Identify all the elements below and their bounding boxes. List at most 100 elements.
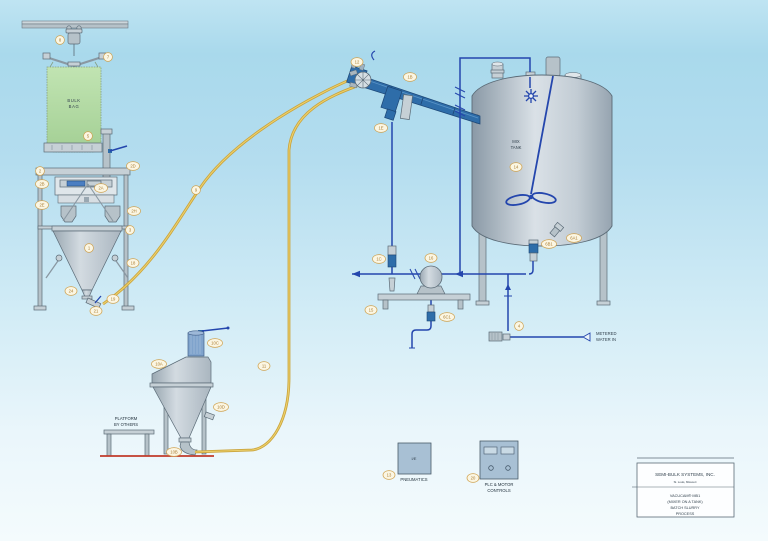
tag-hose-upper: 9: [191, 185, 201, 195]
tag-frame-2h: 2H: [127, 206, 141, 216]
pneumatics-box-label: I/E: [412, 456, 417, 461]
water-inlet-label-1: METERED: [596, 331, 616, 336]
bag-valve-lever: [109, 145, 128, 152]
tag-recv-10d: 10D: [213, 402, 229, 412]
svg-text:2H: 2H: [131, 209, 136, 214]
svg-text:1: 1: [88, 246, 91, 251]
tank-bottom-valve: [528, 243, 539, 254]
drawing-title-4: PROCESS: [676, 512, 695, 516]
tag-ejector-1e: 1E: [374, 123, 388, 133]
water-meter-assembly: METERED WATER IN: [488, 331, 616, 342]
drawing-title-3: BATCH SLURRY: [671, 506, 700, 510]
svg-text:1B: 1B: [407, 75, 412, 80]
pump-drain-valve: [426, 311, 436, 322]
svg-text:10B: 10B: [170, 450, 178, 455]
drawing-title-1: VACUCAM® MB1: [670, 494, 700, 498]
pump-casing: [419, 265, 443, 289]
svg-text:10D: 10D: [217, 405, 225, 410]
agitator-shaft: [530, 75, 554, 195]
bulk-bag-label-2: BAG: [69, 104, 80, 109]
tag-frame-2b: 2B: [35, 179, 49, 189]
plc-caption-1: PLC & MOTOR: [485, 482, 514, 487]
tag-discharge-21: 21: [89, 306, 103, 316]
hose-break-symbol-2: [454, 86, 466, 99]
ejector-sight-cylinder: [399, 94, 414, 120]
tag-recv-10c: 10C: [207, 338, 223, 348]
control-valve-body: [387, 254, 397, 268]
svg-text:6C1: 6C1: [443, 315, 451, 320]
svg-text:10C: 10C: [211, 341, 219, 346]
tag-tank-valve-6a1: 6A1: [566, 233, 582, 243]
svg-text:21: 21: [94, 309, 99, 314]
svg-text:7: 7: [107, 55, 110, 60]
discharge-spout: [85, 297, 102, 309]
svg-text:18: 18: [131, 261, 136, 266]
tag-recv-10b: 10B: [166, 447, 182, 457]
svg-text:6A1: 6A1: [570, 236, 578, 241]
water-inlet-arrow: [582, 332, 591, 342]
vibratory-bin-dischargers: [60, 183, 121, 223]
tag-wye: 12: [350, 57, 364, 67]
company-city: St. Louis, Missouri: [674, 480, 697, 484]
svg-text:9: 9: [195, 188, 198, 193]
feed-hopper-upper-section: [54, 176, 118, 204]
tag-plc: 20: [466, 473, 480, 483]
platform-note-1: PLATFORM: [115, 416, 138, 421]
receiver-discharge-elbow: [179, 441, 198, 456]
svg-text:2B: 2B: [39, 182, 44, 187]
tag-pump: 16: [424, 253, 438, 263]
pneumatics-caption: PNEUMATICS: [400, 477, 427, 482]
hose-break-symbol-1: [409, 268, 421, 280]
svg-text:16: 16: [429, 256, 434, 261]
platform-note-2: BY OTHERS: [114, 422, 138, 427]
tag-frame-3: 3: [125, 225, 135, 235]
hose-hanger-hook: [371, 50, 376, 61]
flow-arrow-mid: [455, 270, 463, 278]
tag-hopper-2a: 2A: [94, 183, 108, 193]
svg-text:5: 5: [87, 134, 90, 139]
mix-tank-label-1: MIX: [512, 139, 520, 144]
transfer-hose-lower: [194, 84, 358, 454]
mix-tank-label-2: TANK: [511, 145, 522, 150]
filter-cartridge: [187, 332, 205, 357]
filter-valve-lever: [201, 327, 229, 332]
tag-spreader: 7: [103, 52, 113, 62]
item-tags: 8 7 5 2D 2 2B 2E 2A 2H 3 1 18 24 19 21 9…: [35, 35, 582, 483]
bag-massager-band: [43, 142, 103, 153]
svg-text:8: 8: [59, 38, 62, 43]
recirculation-pump: [416, 265, 446, 322]
tank-bottom-valve-2: [549, 221, 565, 238]
tag-recv-10a: 10A: [151, 359, 167, 369]
flow-arrow-left: [352, 270, 360, 278]
svg-text:24: 24: [69, 289, 74, 294]
tag-pneumatics: 13: [382, 470, 396, 480]
svg-text:2E: 2E: [39, 203, 44, 208]
equipment-bench: [377, 293, 471, 310]
pneumatics-box: I/E PNEUMATICS: [397, 442, 432, 482]
agitator-propeller: [528, 194, 534, 200]
svg-text:3: 3: [129, 228, 132, 233]
tank-body: [471, 74, 613, 247]
svg-text:2A: 2A: [98, 186, 103, 191]
vibrator-right: [111, 254, 119, 262]
bulk-bag-label-1: BULK: [67, 98, 80, 103]
svg-text:6B1: 6B1: [545, 242, 553, 247]
tag-cone-24: 24: [64, 286, 78, 296]
svg-text:2D: 2D: [130, 164, 135, 169]
check-valve-arrow: [505, 284, 511, 290]
plc-caption-2: CONTROLS: [487, 488, 510, 493]
tag-tank-valve-6b1: 6B1: [541, 239, 557, 249]
filter-receiver: [149, 326, 230, 456]
svg-text:4: 4: [518, 324, 521, 329]
svg-text:19: 19: [111, 297, 116, 302]
control-button-right: [505, 465, 511, 471]
tag-water-meter: 4: [514, 321, 524, 331]
tag-bench: 15: [364, 305, 378, 315]
tag-tank: 14: [509, 162, 523, 172]
control-valve-actuator: [387, 245, 397, 256]
svg-text:14: 14: [514, 165, 519, 170]
tag-frame-2: 2: [35, 166, 45, 176]
control-button-left: [488, 465, 494, 471]
hose-break-symbol-3: [454, 104, 466, 117]
